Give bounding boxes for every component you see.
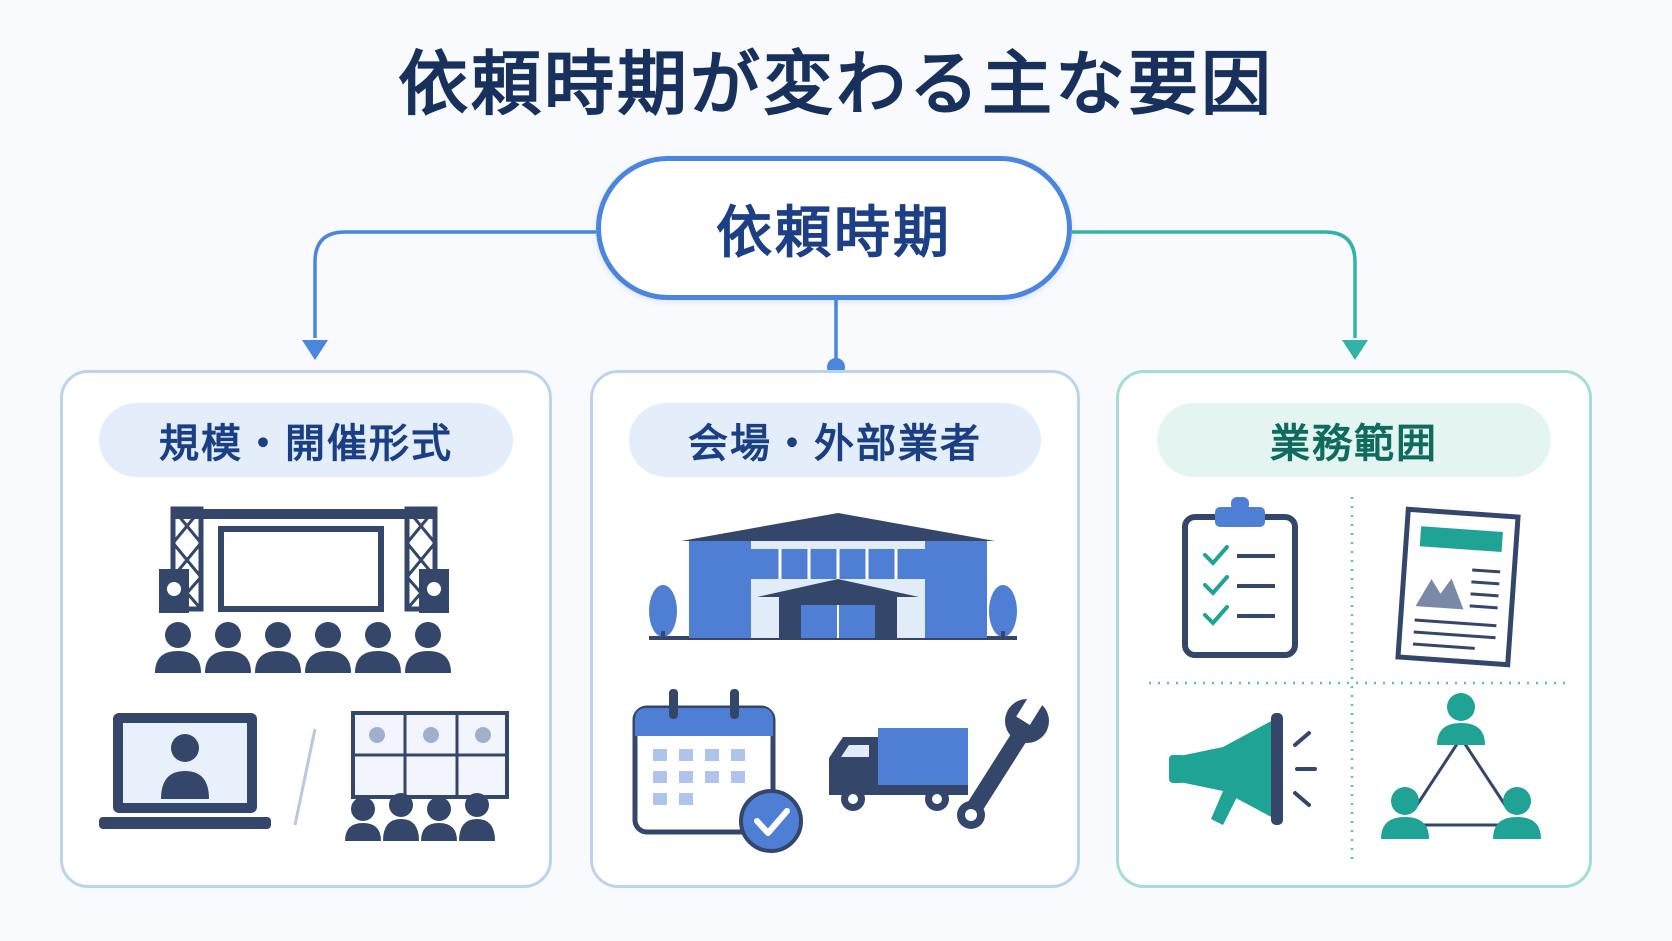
document-icon (1395, 506, 1521, 668)
factor-card-scope: 業務範囲 (1116, 370, 1592, 888)
megaphone-icon (1169, 713, 1317, 825)
venue-building-icon (649, 513, 1017, 640)
clipboard-checklist-icon (1182, 497, 1298, 658)
stage-screen-icon (159, 506, 449, 613)
arrow-left-icon (302, 340, 328, 360)
factor-label: 会場・外部業者 (688, 421, 982, 467)
factor-label: 規模・開催形式 (159, 421, 453, 467)
laptop-user-icon (99, 713, 271, 829)
hybrid-event-icon (345, 711, 509, 841)
audience-icon (155, 622, 451, 673)
factor-label-pill: 規模・開催形式 (99, 403, 513, 477)
connector-right (1072, 230, 1357, 338)
root-node: 依頼時期 (596, 156, 1072, 300)
connector-left (313, 230, 596, 338)
arrow-right-icon (1342, 340, 1368, 360)
factor-label-pill: 業務範囲 (1157, 403, 1551, 477)
factor-label: 業務範囲 (1270, 421, 1438, 467)
slash-divider (293, 728, 317, 826)
wrench-icon (957, 691, 1049, 829)
root-label: 依頼時期 (716, 200, 952, 266)
factor-card-scale: 規模・開催形式 (60, 370, 552, 888)
truck-icon (829, 728, 968, 811)
team-network-icon (1381, 693, 1541, 839)
factor-card-venue: 会場・外部業者 (590, 370, 1080, 888)
factor-label-pill: 会場・外部業者 (629, 403, 1041, 477)
calendar-check-icon (632, 689, 803, 853)
page-title: 依頼時期が変わる主な要因 (398, 43, 1274, 125)
